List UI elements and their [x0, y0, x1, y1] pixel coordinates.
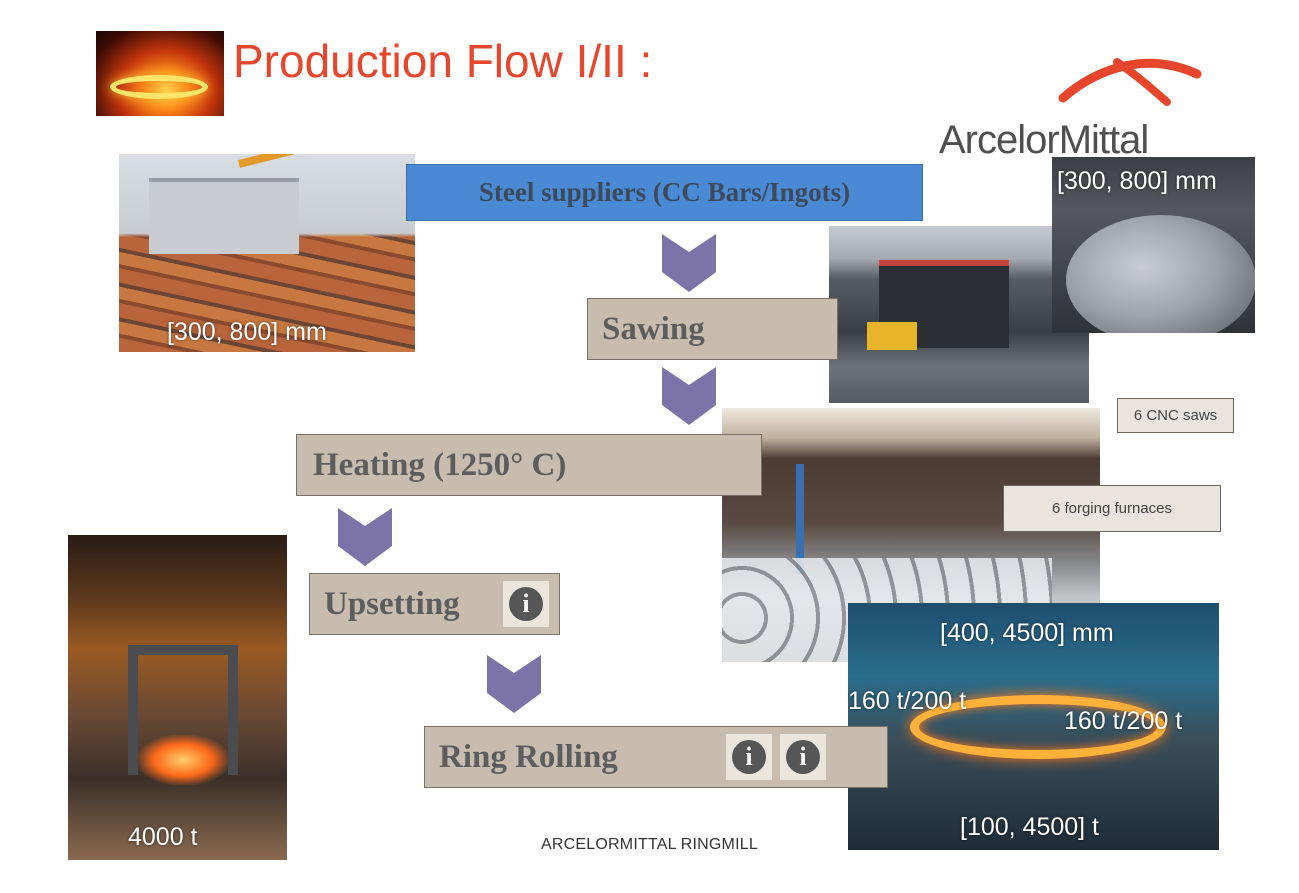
- step-upsetting: Upsetting i: [309, 573, 560, 635]
- ring-rolling-info-button-1[interactable]: i: [726, 734, 772, 780]
- flow-arrow-icon: [662, 367, 716, 425]
- upsetting-press-photo: 4000 t: [68, 535, 287, 860]
- flow-arrow-icon: [487, 655, 541, 713]
- page-title: Production Flow I/II :: [233, 35, 653, 87]
- step-heating: Heating (1250° C): [296, 434, 762, 496]
- ring-weight-label: [100, 4500] t: [960, 813, 1100, 841]
- billet-photo: [300, 800] mm: [1052, 157, 1255, 333]
- info-icon: i: [732, 740, 766, 774]
- arcelormittal-logo: ArcelorMittal: [935, 40, 1215, 165]
- ring-force-right-label: 160 t/200 t: [1064, 707, 1183, 735]
- steel-bars-photo: [300, 800] mm: [119, 154, 415, 352]
- step-ring-rolling: Ring Rolling i i: [424, 726, 888, 788]
- step-ring-rolling-label: Ring Rolling: [439, 738, 618, 775]
- ring-force-left-label: 160 t/200 t: [848, 687, 967, 715]
- ring-diameter-label: [400, 4500] mm: [940, 619, 1114, 647]
- cnc-saw-photo: [829, 226, 1089, 403]
- upsetting-info-button[interactable]: i: [503, 581, 549, 627]
- ring-rolling-photo: [400, 4500] mm 160 t/200 t 160 t/200 t […: [848, 603, 1219, 850]
- ring-rolling-info-button-2[interactable]: i: [780, 734, 826, 780]
- flow-arrow-icon: [662, 234, 716, 292]
- step-sawing: Sawing: [587, 298, 838, 360]
- hot-ring-title-photo: [96, 31, 224, 116]
- flow-arrow-icon: [338, 508, 392, 566]
- footer-text: ARCELORMITTAL RINGMILL: [541, 836, 758, 853]
- step-upsetting-label: Upsetting: [324, 585, 460, 622]
- logo-wordmark: ArcelorMittal: [939, 118, 1149, 162]
- info-icon: i: [509, 587, 543, 621]
- logo-swoosh-icon: [1058, 58, 1202, 106]
- info-icon: i: [786, 740, 820, 774]
- billet-diameter-label: [300, 800] mm: [1057, 167, 1217, 195]
- forging-furnaces-callout: 6 forging furnaces: [1003, 485, 1221, 532]
- step-steel-suppliers: Steel suppliers (CC Bars/Ingots): [406, 164, 923, 221]
- bars-diameter-label: [300, 800] mm: [167, 318, 327, 346]
- press-force-label: 4000 t: [128, 823, 198, 851]
- cnc-saws-callout: 6 CNC saws: [1117, 398, 1234, 433]
